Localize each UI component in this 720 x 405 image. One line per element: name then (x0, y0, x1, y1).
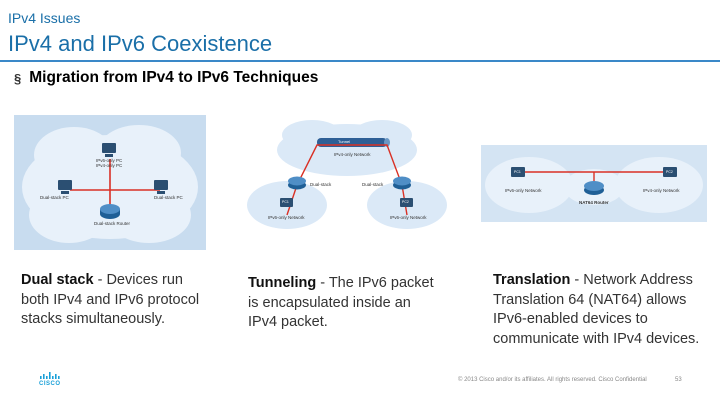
page-number: 53 (675, 377, 682, 383)
diagram-label: IPv4-only Network (643, 188, 680, 193)
bullet-item: § Migration from IPv4 to IPv6 Techniques (14, 69, 318, 87)
diagram-label: Dual-stack (310, 182, 332, 187)
cloud-icon (247, 120, 447, 229)
logo-text: CISCO (39, 381, 61, 387)
cisco-logo-icon (40, 372, 60, 379)
diagram-label: PC1 (282, 200, 289, 204)
title-divider (0, 60, 720, 62)
dual-stack-svg (14, 115, 206, 250)
footer-copyright: © 2013 Cisco and/or its affiliates. All … (458, 377, 647, 383)
tunneling-text: Tunneling - The IPv6 packet is encapsula… (248, 275, 434, 330)
diagram-label: Tunnel (338, 139, 351, 144)
router-icon (584, 181, 604, 195)
dual-stack-diagram: IPv6-only PC IPv4-only PC Dual-stack PC … (14, 115, 206, 250)
translation-text: Translation - Network Address Translatio… (493, 272, 700, 347)
bullet-marker: § (14, 70, 22, 86)
red-path-lines (521, 171, 666, 190)
diagram-label: IPv6-only Network (268, 215, 305, 220)
term-label: Translation (493, 272, 571, 288)
red-path-lines (286, 144, 408, 216)
diagram-label: Dual-stack (362, 182, 384, 187)
router-icon (100, 204, 120, 219)
description: Devices run both IPv4 and IPv6 protocol … (21, 272, 200, 327)
tunneling-diagram: Tunnel IPv4-only Network Dual-stack Dual… (242, 115, 457, 235)
diagram-label: Dual-stack PC (40, 195, 69, 200)
diagram-label: PC2 (666, 170, 673, 174)
term-label: Tunneling (248, 275, 317, 291)
translation-diagram: PC1 PC2 IPv6-only Network IPv4-only Netw… (481, 145, 707, 222)
red-path-lines (70, 159, 160, 210)
tunneling-svg (247, 120, 447, 229)
diagram-label: PC1 (514, 170, 521, 174)
cisco-logo: CISCO (38, 372, 66, 390)
pc-icon (280, 198, 413, 207)
diagram-label: NAT64 Router (579, 200, 609, 205)
bullet-text: Migration from IPv4 to IPv6 Techniques (29, 69, 319, 86)
diagram-label: Dual-stack Router (94, 221, 131, 226)
diagram-label: Dual-stack PC (154, 195, 183, 200)
pc-icon (58, 143, 168, 194)
diagram-label: PC2 (402, 200, 409, 204)
pc-icon (511, 167, 677, 177)
diagram-label: IPv4-only Network (334, 152, 371, 157)
router-icon (288, 176, 411, 190)
dual-stack-text: Dual stack - Devices run both IPv4 and I… (21, 272, 200, 327)
section-label: IPv4 Issues (8, 10, 81, 26)
translation-svg (481, 145, 707, 222)
diagram-label: IPv6-only Network (505, 188, 542, 193)
description: The IPv6 packet is encapsulated inside a… (248, 275, 434, 330)
diagram-label: IPv6-only Network (390, 215, 427, 220)
diagram-label: IPv6-only PC IPv4-only PC (96, 158, 123, 168)
description: Network Address Translation 64 (NAT64) a… (493, 272, 700, 347)
term-label: Dual stack (21, 272, 94, 288)
page-title: IPv4 and IPv6 Coexistence (8, 31, 273, 56)
cloud-icon (485, 157, 703, 213)
